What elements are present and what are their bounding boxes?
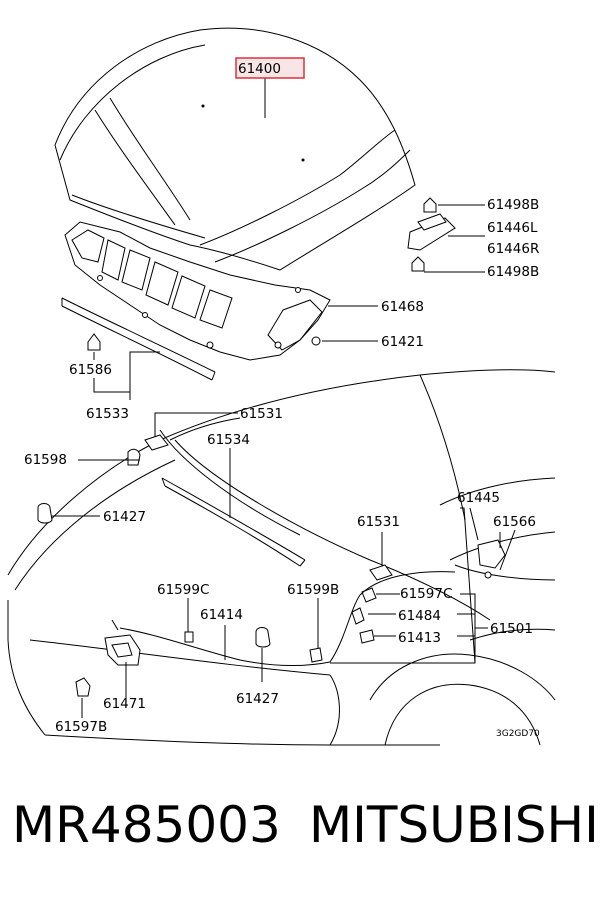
callout-61445[interactable]: 61445: [457, 490, 500, 506]
callout-61599b[interactable]: 61599B: [287, 582, 339, 598]
leader-lines: [52, 78, 516, 718]
callout-61534[interactable]: 61534: [207, 432, 250, 448]
callout-61586[interactable]: 61586: [69, 362, 112, 378]
brand-name: MITSUBISHI: [309, 796, 599, 854]
diagram-ref-code: 3G2GD70: [496, 729, 540, 739]
highlight-box: [235, 57, 305, 79]
callout-61531-right[interactable]: 61531: [357, 514, 400, 530]
callout-61533[interactable]: 61533: [86, 406, 129, 422]
callout-61413[interactable]: 61413: [398, 630, 441, 646]
callout-61498b-bottom[interactable]: 61498B: [487, 264, 539, 280]
callout-61597b[interactable]: 61597B: [55, 719, 107, 735]
callout-61498b-top[interactable]: 61498B: [487, 197, 539, 213]
callout-61471[interactable]: 61471: [103, 696, 146, 712]
small-parts: [37, 197, 506, 697]
callout-61446r[interactable]: 61446R: [487, 241, 539, 257]
callout-61427-left[interactable]: 61427: [103, 509, 146, 525]
cowl-seal-strip: [161, 477, 306, 567]
hood-inner-panel: [64, 221, 331, 361]
hood-weatherstrip: [61, 297, 216, 381]
callout-labels: 61400 61498B 61446L 61446R 61498B 61468 …: [24, 61, 540, 739]
callout-61566[interactable]: 61566: [493, 514, 536, 530]
parts-diagram: 61400 61498B 61446L 61446R 61498B 61468 …: [7, 27, 556, 746]
callout-61427-bottom[interactable]: 61427: [236, 691, 279, 707]
callout-61484[interactable]: 61484: [398, 608, 441, 624]
footer: MR485003 MITSUBISHI: [0, 800, 600, 880]
callout-61446l[interactable]: 61446L: [487, 220, 538, 236]
part-number: MR485003: [12, 796, 281, 854]
callout-61414[interactable]: 61414: [200, 607, 243, 623]
callout-61421[interactable]: 61421: [381, 334, 424, 350]
vehicle-body-outline: [7, 369, 556, 746]
callout-61599c[interactable]: 61599C: [157, 582, 209, 598]
callout-61501[interactable]: 61501: [490, 621, 533, 637]
callout-61400[interactable]: 61400: [238, 61, 281, 77]
callout-61598[interactable]: 61598: [24, 452, 67, 468]
callout-61468[interactable]: 61468: [381, 299, 424, 315]
hood-panel: [54, 27, 416, 271]
callout-61531-top[interactable]: 61531: [240, 406, 283, 422]
callout-61597c[interactable]: 61597C: [400, 586, 452, 602]
